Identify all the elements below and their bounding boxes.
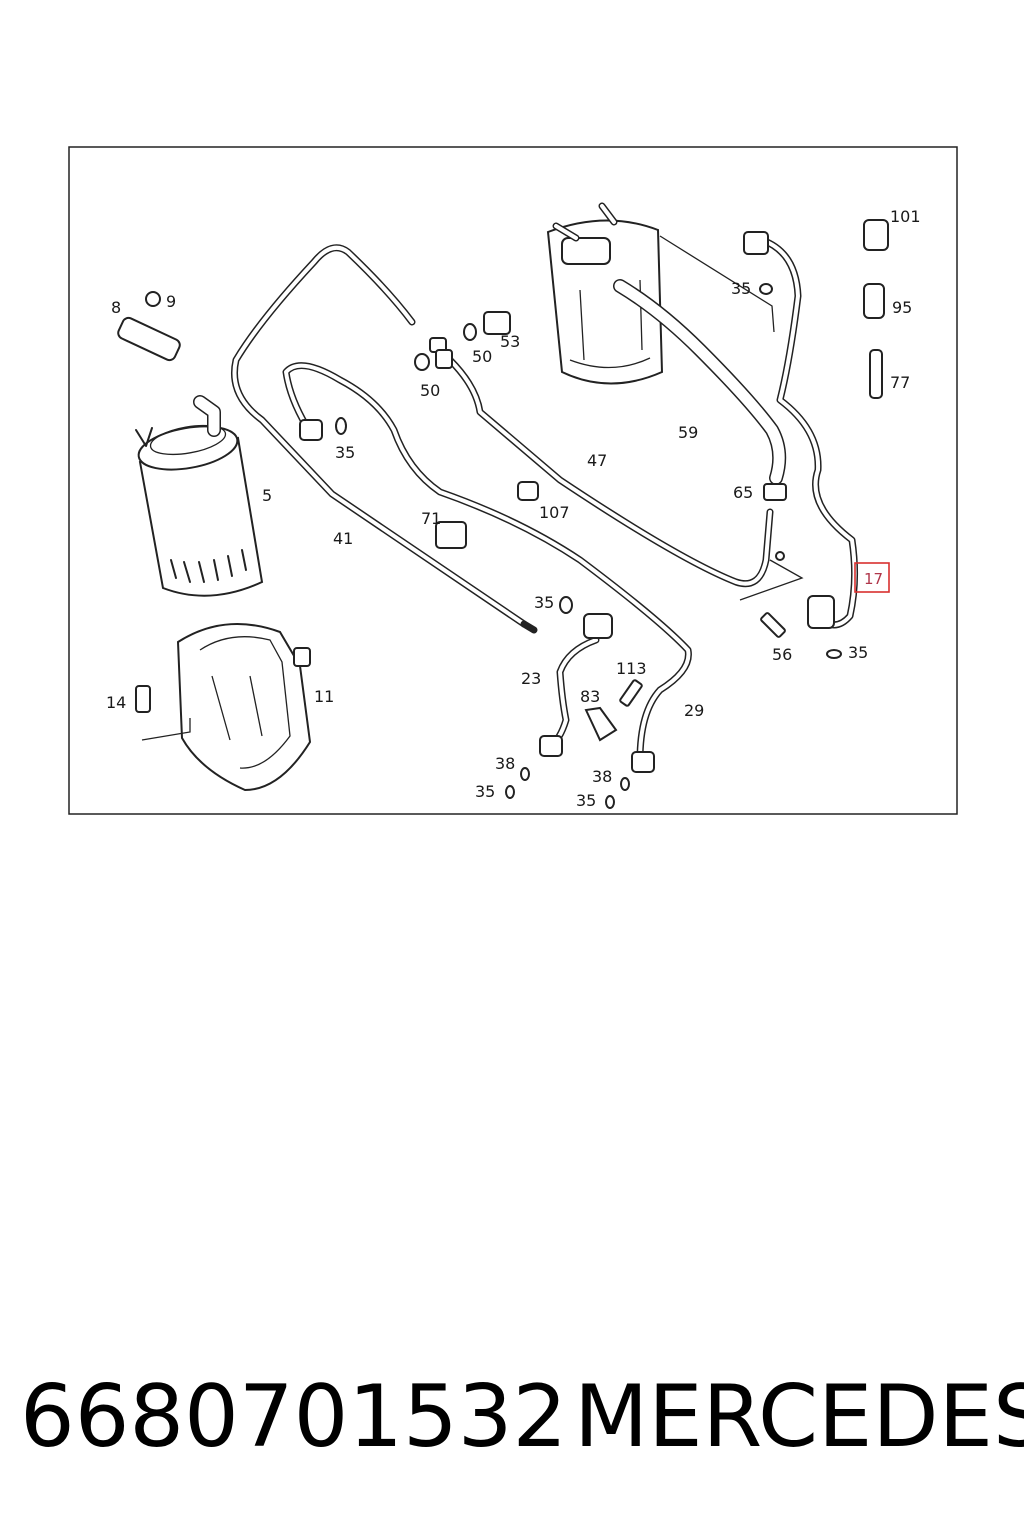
washers bbox=[335, 283, 842, 809]
callout-65: 65 bbox=[733, 483, 753, 502]
callout-41: 41 bbox=[333, 529, 353, 548]
callout-23: 23 bbox=[521, 669, 541, 688]
callout-83: 83 bbox=[580, 687, 600, 706]
callout-29: 29 bbox=[684, 701, 704, 720]
callout-113: 113 bbox=[616, 659, 647, 678]
callout-38a: 38 bbox=[495, 754, 515, 773]
fittings bbox=[117, 219, 889, 773]
callout-95: 95 bbox=[892, 298, 912, 317]
callout-71: 71 bbox=[421, 509, 441, 528]
callout-35-mid: 35 bbox=[534, 593, 554, 612]
callout-8: 8 bbox=[111, 298, 121, 317]
callout-101: 101 bbox=[890, 207, 921, 226]
callout-labels: 101 95 77 35 8 9 53 50 50 35 59 47 5 65 … bbox=[106, 207, 921, 810]
callout-38b: 38 bbox=[592, 767, 612, 786]
callout-5: 5 bbox=[262, 486, 272, 505]
callout-77: 77 bbox=[890, 373, 910, 392]
pipe-47 bbox=[446, 356, 774, 588]
callout-50a: 50 bbox=[472, 347, 492, 366]
callout-35-bl: 35 bbox=[475, 782, 495, 801]
callout-35-top: 35 bbox=[731, 279, 751, 298]
diagram-frame bbox=[68, 146, 958, 815]
callout-47: 47 bbox=[587, 451, 607, 470]
callout-9: 9 bbox=[166, 292, 176, 311]
filter-bracket-drawing bbox=[176, 623, 312, 792]
callout-59: 59 bbox=[678, 423, 698, 442]
fuel-filter-drawing bbox=[135, 395, 264, 597]
callout-50b: 50 bbox=[420, 381, 440, 400]
brand-name: MERCEDES bbox=[574, 1367, 1024, 1467]
callout-35-left: 35 bbox=[335, 443, 355, 462]
callout-35-right: 35 bbox=[848, 643, 868, 662]
callout-17: 17 bbox=[864, 570, 883, 588]
callout-11: 11 bbox=[314, 687, 334, 706]
callout-56: 56 bbox=[772, 645, 792, 664]
callout-53: 53 bbox=[500, 332, 520, 351]
part-number: 6680701532 bbox=[20, 1367, 568, 1467]
highlight-box bbox=[854, 562, 890, 593]
callout-14: 14 bbox=[106, 693, 126, 712]
callout-107: 107 bbox=[539, 503, 570, 522]
fuel-tank-drawing bbox=[546, 202, 664, 385]
callout-35-br: 35 bbox=[576, 791, 596, 810]
highlighted-callout-17[interactable]: 17 bbox=[854, 562, 890, 593]
leader-lines bbox=[141, 235, 804, 741]
